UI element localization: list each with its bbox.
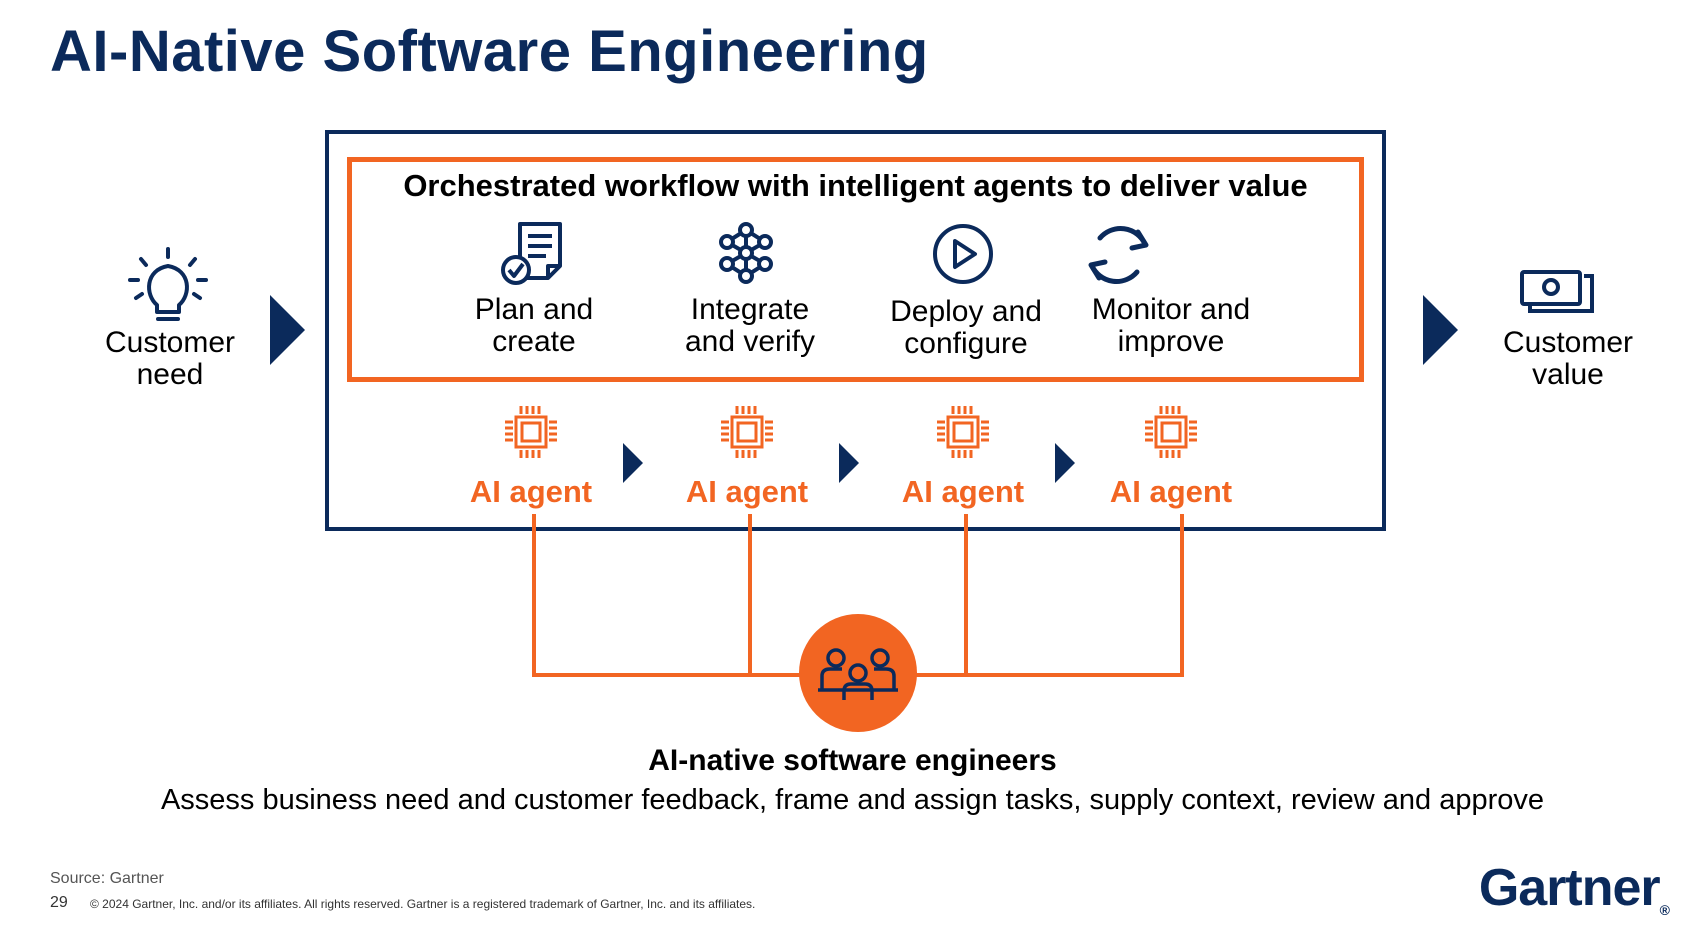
refresh-cycle-icon [1088, 226, 1149, 284]
agent-arrow [839, 443, 859, 483]
engineers-title: AI-native software engineers [648, 744, 1057, 777]
logo-text: Gartner [1478, 859, 1661, 917]
source-note: Source: Gartner [50, 870, 164, 887]
ai-agent-label: AI agent [1109, 474, 1233, 509]
engineers-description: Assess business need and customer feedba… [160, 784, 1545, 816]
step-deploy-configure-label: Deploy and configure [890, 295, 1042, 360]
arrow-into-workflow [270, 295, 305, 365]
document-check-icon [501, 222, 562, 285]
ai-agent-label: AI agent [469, 474, 593, 509]
agent-arrow [623, 443, 643, 483]
workflow-outer-frame [325, 130, 1386, 531]
step-plan-create-label: Plan and create [474, 293, 594, 358]
ai-agent-label: AI agent [685, 474, 809, 509]
workflow-inner-frame [347, 157, 1364, 382]
chip-icon [1145, 406, 1197, 458]
page-title: AI-Native Software Engineering [50, 19, 929, 84]
customer-value-label: Customer value [1502, 326, 1634, 391]
arrow-out-of-workflow [1423, 295, 1458, 365]
customer-need-label: Customer need [104, 326, 236, 391]
agent-arrow [1055, 443, 1075, 483]
team-people-icon [818, 648, 898, 700]
step-integrate-verify-label: Integrate and verify [684, 293, 816, 358]
agent-connectors [532, 514, 1184, 677]
logo-registered-mark: ® [1659, 902, 1670, 918]
network-nodes-icon [719, 222, 773, 284]
play-circle-icon [933, 224, 993, 284]
lightbulb-icon [128, 247, 208, 321]
money-bill-icon [1520, 270, 1594, 313]
chip-icon [505, 406, 557, 458]
gartner-logo: Gartner® [1478, 858, 1670, 918]
chip-icon [937, 406, 989, 458]
chip-icon [721, 406, 773, 458]
ai-agent-label: AI agent [901, 474, 1025, 509]
engineers-circle [799, 614, 917, 732]
page-number: 29 [50, 894, 68, 911]
step-monitor-improve-label: Monitor and improve [1091, 293, 1251, 358]
workflow-heading: Orchestrated workflow with intelligent a… [403, 168, 1308, 203]
copyright-notice: © 2024 Gartner, Inc. and/or its affiliat… [90, 897, 756, 911]
